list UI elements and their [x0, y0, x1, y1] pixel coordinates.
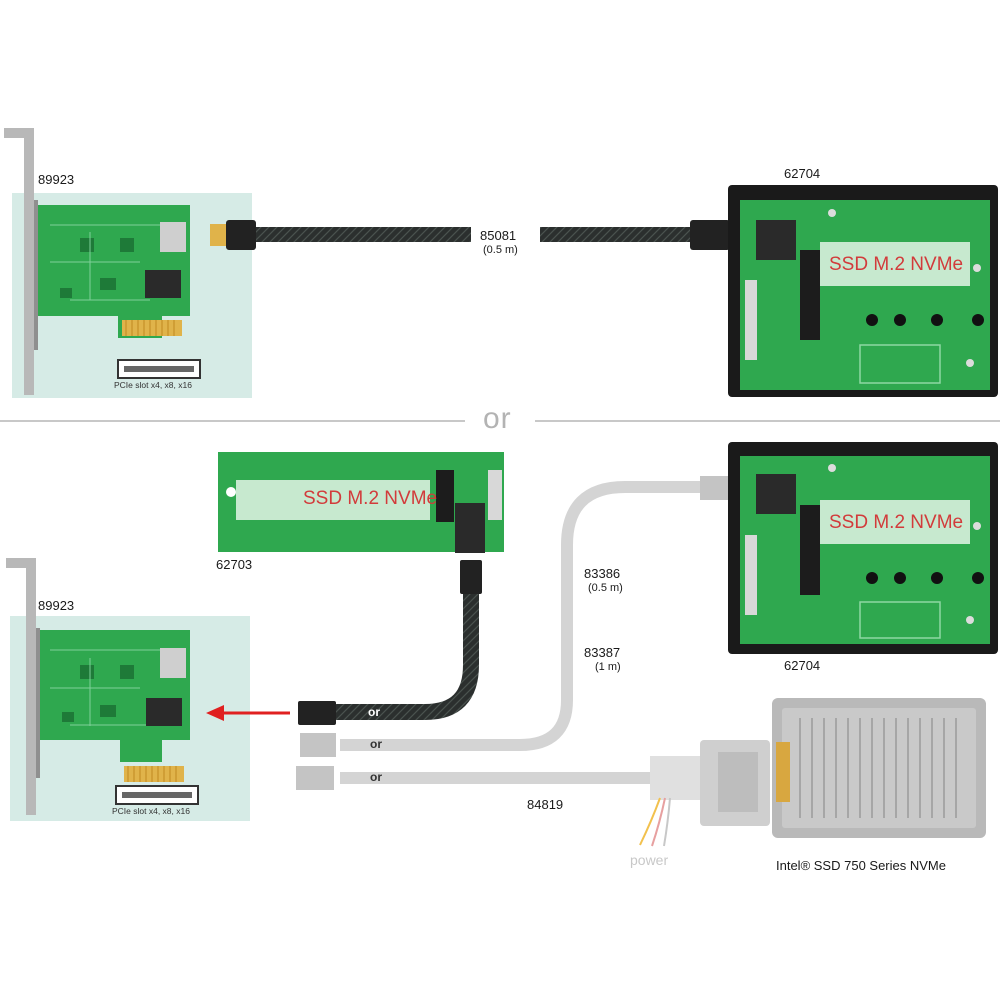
light-cable-84819 — [296, 740, 770, 847]
divider-or: or — [483, 402, 512, 435]
intel-ssd-label: Intel® SSD 750 Series NVMe — [776, 858, 946, 873]
adapter-label: 62703 — [216, 557, 253, 572]
power-label: power — [630, 852, 669, 868]
bottom-enclosure-label: 62704 — [784, 658, 821, 673]
cable-or-label-1: or — [368, 705, 380, 719]
top-enclosure-label: 62704 — [784, 166, 821, 181]
top-cable-length: (0.5 m) — [483, 244, 518, 256]
top-enclosure-62704 — [728, 185, 998, 397]
cable-or-label-2: or — [370, 737, 382, 751]
connection-arrow — [206, 705, 290, 721]
top-pcie-card — [4, 128, 252, 398]
intel-ssd-750 — [772, 698, 986, 838]
bottom-pcie-card — [6, 558, 250, 821]
cable-or-label-3: or — [370, 770, 382, 784]
top-cable-85081 — [210, 220, 742, 250]
top-card-label: 89923 — [38, 172, 75, 187]
cable2-length: (1 m) — [595, 661, 621, 673]
bottom-card-label: 89923 — [38, 598, 75, 613]
dark-cable — [298, 560, 482, 725]
top-cable-label: 85081 — [480, 228, 517, 243]
cable3-label: 84819 — [527, 797, 564, 812]
cable2-label: 83387 — [584, 645, 621, 660]
cable1-length: (0.5 m) — [588, 582, 623, 594]
bottom-enclosure-ssd-label: SSD M.2 NVMe — [829, 512, 964, 533]
bottom-card-slot-label: PCIe slot x4, x8, x16 — [112, 806, 190, 816]
light-cable-83386 — [300, 476, 730, 757]
adapter-ssd-label: SSD M.2 NVMe — [303, 488, 438, 509]
top-card-slot-label: PCIe slot x4, x8, x16 — [114, 380, 192, 390]
bottom-enclosure-62704 — [728, 442, 998, 654]
top-ssd-label: SSD M.2 NVMe — [829, 254, 964, 275]
cable1-label: 83386 — [584, 566, 621, 581]
adapter-62703 — [218, 452, 504, 553]
